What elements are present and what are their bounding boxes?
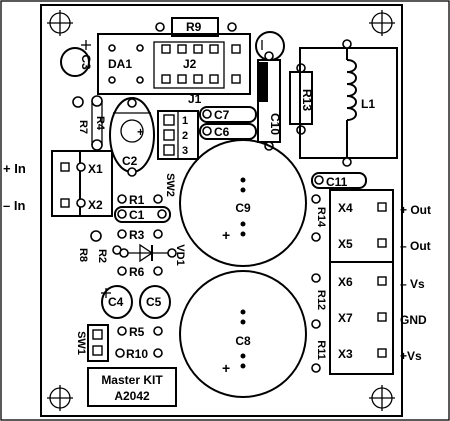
label-plus-in: + In bbox=[3, 161, 26, 176]
label-j1: J1 bbox=[188, 92, 202, 106]
label-minus-out: – Out bbox=[400, 239, 431, 253]
label-r11: R11 bbox=[315, 340, 327, 360]
label-c10: C10 bbox=[268, 113, 282, 135]
label-r8: R8 bbox=[77, 248, 89, 262]
label-r14: R14 bbox=[315, 207, 327, 228]
plus-mark-c10: + bbox=[258, 89, 264, 101]
capacitor-c6: C6 bbox=[199, 123, 257, 140]
label-vd1: VD1 bbox=[174, 244, 186, 265]
label-r2: R2 bbox=[96, 249, 108, 263]
jumper-number-1: 1 bbox=[182, 115, 188, 127]
resistor-r5: R5 bbox=[117, 325, 163, 339]
inductor-l1: L1 bbox=[299, 39, 398, 167]
label-c6: C6 bbox=[214, 125, 230, 139]
capacitor-c1: C1 bbox=[114, 206, 171, 223]
label-c2: C2 bbox=[122, 154, 138, 168]
label-r5: R5 bbox=[129, 325, 145, 339]
label-x7: X7 bbox=[338, 311, 353, 325]
diode-vd1: VD1 bbox=[119, 243, 186, 266]
capacitor-c10: C10 bbox=[255, 31, 285, 151]
label-l1: L1 bbox=[361, 97, 375, 111]
resistor-r14: R14 bbox=[311, 194, 327, 242]
resistor-r9: R9 bbox=[155, 17, 237, 37]
label-c5: C5 bbox=[146, 295, 162, 309]
resistor-r2: R2 bbox=[96, 245, 122, 263]
capacitor-c2: C2 + bbox=[109, 97, 155, 177]
label-r1: R1 bbox=[129, 193, 145, 207]
resistor-r12: R12 bbox=[311, 273, 327, 329]
resistor-r8: R8 bbox=[77, 230, 102, 262]
label-c3: C3 bbox=[79, 54, 93, 70]
label-plus-out: + Out bbox=[400, 203, 431, 217]
label-r6: R6 bbox=[129, 265, 145, 279]
jumper-number-2: 2 bbox=[182, 130, 188, 142]
resistor-r13: R13 bbox=[289, 63, 314, 135]
board-outline bbox=[40, 4, 403, 417]
label-c1: C1 bbox=[129, 208, 145, 222]
label-r4: R4 bbox=[94, 116, 106, 131]
plus-mark-c8: + bbox=[222, 360, 230, 376]
label-r13: R13 bbox=[300, 89, 314, 111]
label-r3: R3 bbox=[129, 228, 145, 242]
resistor-r4: R4 bbox=[91, 95, 106, 151]
mounting-hole-icon bbox=[47, 10, 73, 36]
capacitor-c11: C11 bbox=[311, 172, 367, 189]
kit-code: A2042 bbox=[114, 389, 150, 403]
switch-sw1: SW1 bbox=[75, 324, 109, 362]
label-r7: R7 bbox=[77, 120, 89, 134]
label-x6: X6 bbox=[338, 275, 353, 289]
resistor-r10: R10 bbox=[115, 347, 163, 361]
label-x1: X1 bbox=[88, 162, 103, 176]
resistor-r6: R6 bbox=[117, 265, 163, 279]
label-plus-vs: +Vs bbox=[400, 349, 422, 363]
kit-label-box: Master KIT A2042 bbox=[87, 367, 177, 407]
label-r10: R10 bbox=[126, 347, 148, 361]
plus-mark-c2: + bbox=[137, 125, 144, 139]
capacitor-c9: C9 + bbox=[179, 139, 307, 267]
label-gnd: GND bbox=[400, 313, 427, 327]
label-sw2: SW2 bbox=[164, 173, 176, 197]
kit-title: Master KIT bbox=[101, 373, 163, 387]
label-da1: DA1 bbox=[108, 57, 132, 71]
capacitor-c3: C3 bbox=[60, 40, 93, 77]
label-j2: J2 bbox=[183, 57, 197, 71]
mounting-hole-icon bbox=[47, 385, 73, 411]
label-minus-vs: – Vs bbox=[400, 277, 425, 291]
capacitor-c8: C8 + bbox=[179, 270, 307, 398]
label-c11: C11 bbox=[326, 175, 348, 189]
resistor-r1: R1 bbox=[117, 193, 163, 207]
label-x3: X3 bbox=[338, 347, 353, 361]
capacitor-c5: C5 bbox=[139, 285, 171, 319]
supply-terminal-block: X6 X7 X3 bbox=[329, 261, 394, 375]
mounting-hole-icon bbox=[369, 10, 395, 36]
capacitor-c4: C4 bbox=[101, 285, 133, 319]
pin-grid bbox=[161, 44, 241, 84]
label-x4: X4 bbox=[338, 201, 353, 215]
label-sw1: SW1 bbox=[75, 331, 87, 355]
resistor-r3: R3 bbox=[117, 228, 163, 242]
label-r12: R12 bbox=[315, 290, 327, 310]
resistor-r7: R7 bbox=[72, 96, 89, 134]
input-connector: X1 X2 bbox=[51, 150, 113, 217]
label-r9: R9 bbox=[186, 20, 202, 34]
capacitor-c7: C7 bbox=[199, 106, 257, 123]
label-c9: C9 bbox=[235, 201, 251, 215]
label-x2: X2 bbox=[88, 198, 103, 212]
plus-mark-c9: + bbox=[222, 227, 230, 243]
label-minus-in: – In bbox=[3, 198, 25, 213]
label-c8: C8 bbox=[235, 334, 251, 348]
jumper-number-3: 3 bbox=[182, 145, 188, 157]
label-c4: C4 bbox=[108, 295, 124, 309]
jumper-header: 1 2 3 bbox=[157, 110, 199, 160]
ic-da1-block: DA1 J2 bbox=[97, 33, 251, 95]
resistor-r11: R11 bbox=[311, 340, 327, 373]
label-x5: X5 bbox=[338, 237, 353, 251]
output-terminal-block: X4 X5 bbox=[329, 189, 394, 263]
label-c7: C7 bbox=[214, 108, 230, 122]
mounting-hole-icon bbox=[369, 385, 395, 411]
